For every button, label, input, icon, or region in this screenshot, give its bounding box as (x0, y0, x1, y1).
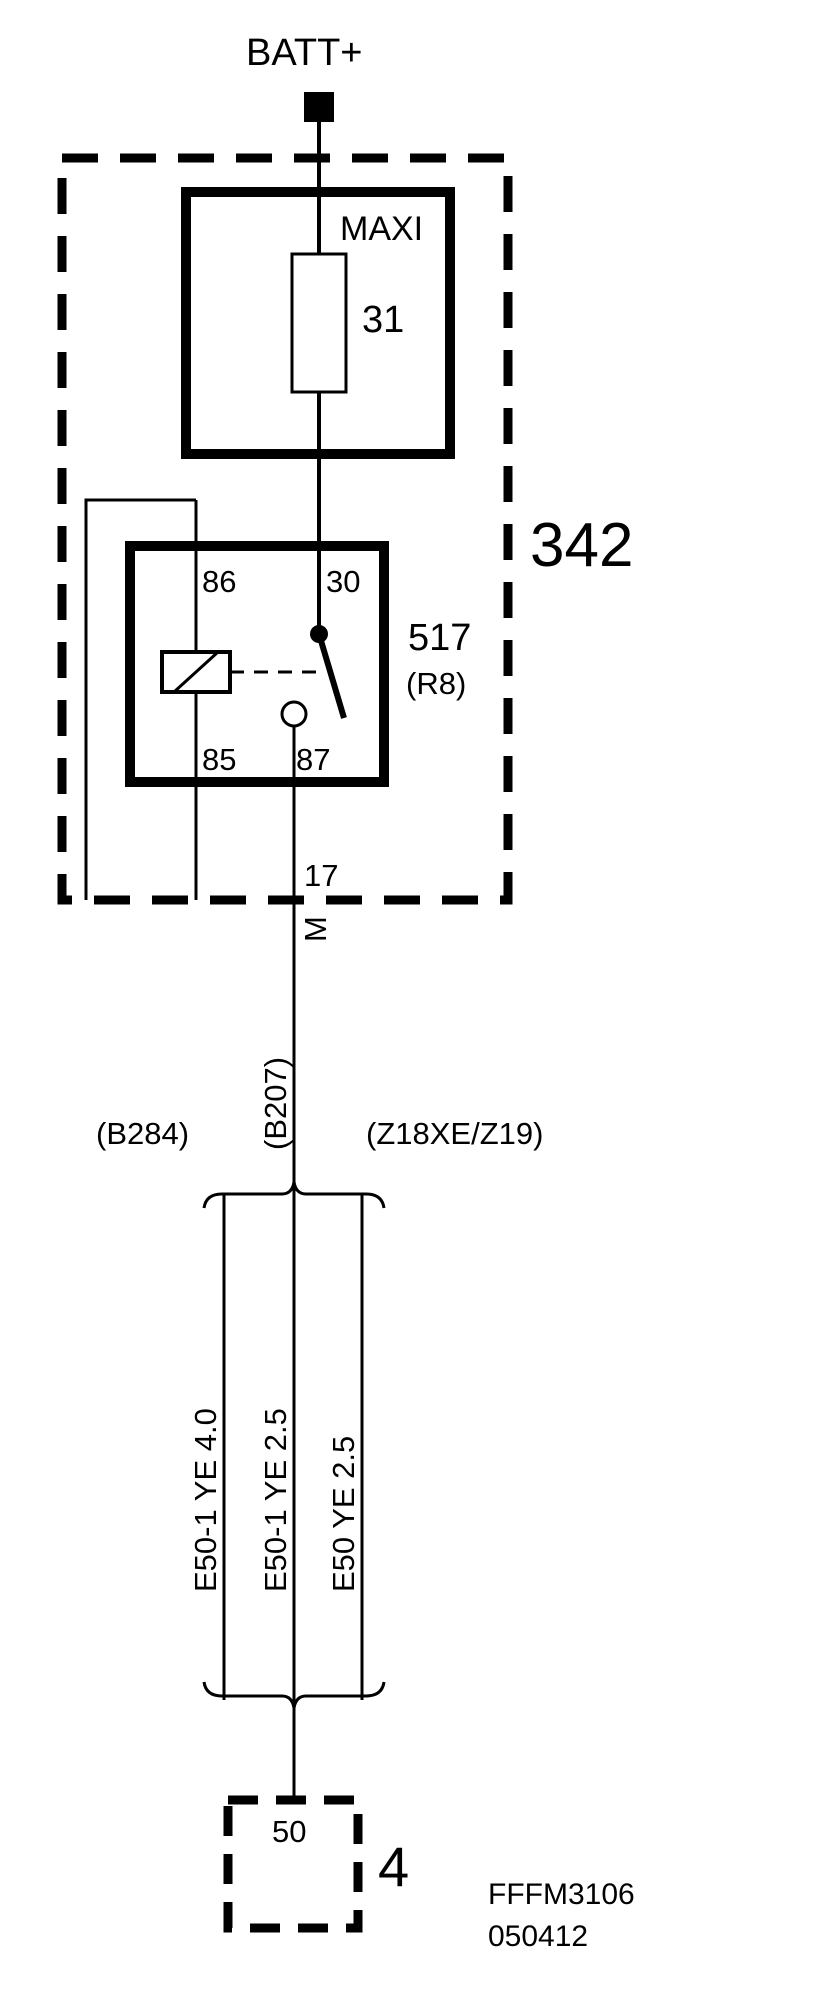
fuse-31-symbol (290, 252, 348, 394)
upper-brace (202, 1181, 386, 1209)
relay-517-label: 517 (408, 617, 471, 659)
relay-switch-arm (316, 633, 347, 719)
wire-label-2: E50-1 YE 2.5 (258, 1408, 293, 1592)
output-pin-m: M (298, 916, 333, 942)
relay-pin-86: 86 (202, 564, 236, 599)
maxi-fuse-holder (181, 187, 455, 459)
relay-contact-87 (280, 700, 308, 728)
diagram-date: 050412 (488, 1920, 588, 1953)
wire-label-3: E50 YE 2.5 (326, 1436, 361, 1592)
coil-control-wire (84, 498, 196, 900)
relay-pin-85: 85 (202, 742, 236, 777)
output-pin-17: 17 (304, 858, 338, 893)
relay-517-housing (125, 541, 389, 787)
relay-coil-slash (172, 650, 220, 694)
relay-r8-label: (R8) (406, 666, 466, 701)
starter-4-box (223, 1795, 363, 1933)
wire-label-1: E50-1 YE 4.0 (188, 1408, 223, 1592)
fuse-relay-box-342 (57, 153, 513, 905)
variant-engines: (Z18XE/Z19) (366, 1116, 543, 1151)
starter-pin-50: 50 (272, 1814, 306, 1849)
fuse-31-label: 31 (362, 299, 404, 341)
batt-plus-label: BATT+ (246, 32, 363, 74)
maxi-label: MAXI (340, 210, 423, 248)
starter-4-label: 4 (378, 1835, 409, 1898)
diagram-code: FFFM3106 (488, 1878, 635, 1911)
batt-terminal (304, 92, 334, 122)
relay-pin-30: 30 (326, 564, 360, 599)
variant-b207: (B207) (258, 1057, 293, 1150)
relay-pin-87: 87 (296, 742, 330, 777)
box-342-label: 342 (530, 511, 633, 580)
variant-b284: (B284) (96, 1116, 189, 1151)
